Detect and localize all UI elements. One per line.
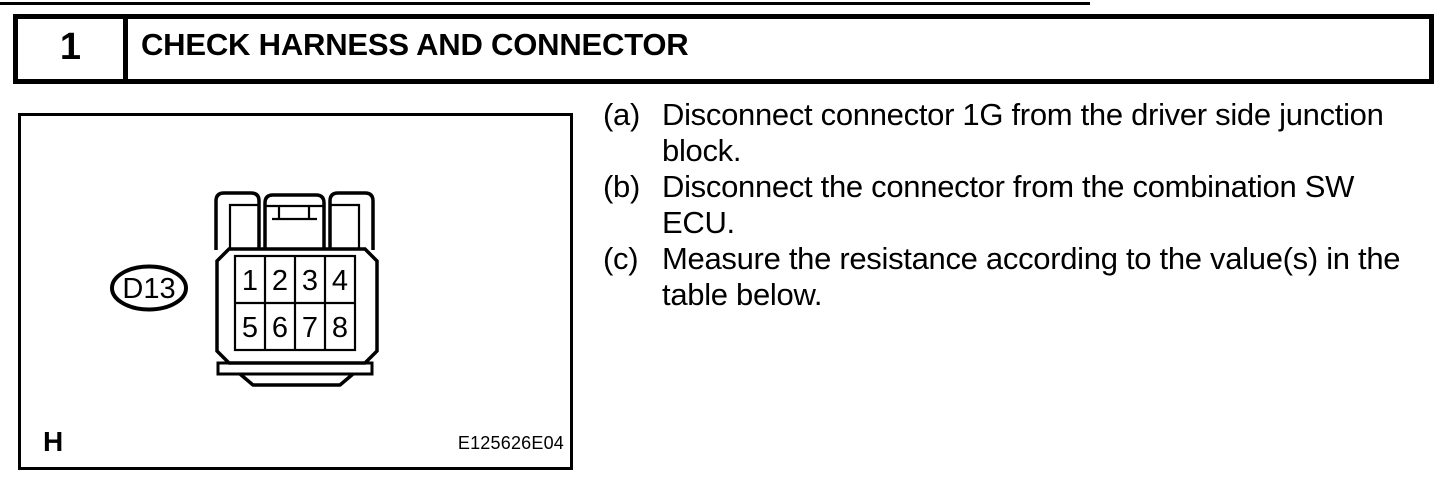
instruction-text: Disconnect connector 1G from the driver … <box>662 97 1443 169</box>
instruction-line: Disconnect the connector from the combin… <box>662 169 1355 204</box>
connector-right-tab <box>328 191 375 250</box>
instruction-item-b: (b) Disconnect the connector from the co… <box>603 169 1443 241</box>
connector-diagram: 1 2 3 4 5 6 7 8 D13 <box>110 191 379 387</box>
figure-box: 1 2 3 4 5 6 7 8 D13 H E125626E04 <box>18 113 573 470</box>
instruction-line: Disconnect connector 1G from the driver … <box>662 97 1384 132</box>
connector-lock-tab <box>263 193 326 250</box>
instruction-marker: (c) <box>603 241 639 276</box>
instruction-line: ECU. <box>662 205 735 240</box>
figure-code: E125626E04 <box>457 433 564 453</box>
instruction-item-c: (c) Measure the resistance according to … <box>603 241 1443 313</box>
chamfer-tick-top-right <box>366 250 375 259</box>
connector-left-tab <box>214 191 261 250</box>
pin-number: 7 <box>302 312 318 344</box>
pin-number: 1 <box>242 265 258 297</box>
step-number: 1 <box>18 19 128 79</box>
right-tab-inner-detail <box>330 203 361 250</box>
pin-number: 6 <box>272 312 288 344</box>
chamfer-tick-bottom-left <box>219 353 228 362</box>
chamfer-tick-top-left <box>219 250 228 259</box>
lock-latch-icon <box>272 206 317 221</box>
pin-number: 3 <box>302 265 318 297</box>
instruction-list: (a) Disconnect connector 1G from the dri… <box>603 97 1443 313</box>
connector-base-trapezoid <box>238 372 355 387</box>
pin-number: 2 <box>272 265 288 297</box>
figure-corner-label: H <box>43 426 64 457</box>
instruction-line: table below. <box>662 277 823 312</box>
pin-numbers: 1 2 3 4 5 6 7 8 <box>242 265 348 344</box>
instruction-text: Disconnect the connector from the combin… <box>662 169 1443 241</box>
chamfer-tick-bottom-right <box>366 353 375 362</box>
instruction-marker: (a) <box>603 97 640 132</box>
instruction-item-a: (a) Disconnect connector 1G from the dri… <box>603 97 1443 169</box>
instruction-line: block. <box>662 133 742 168</box>
connector-id-ellipse <box>110 264 188 312</box>
instruction-text: Measure the resistance according to the … <box>662 241 1443 313</box>
top-divider-rule <box>0 2 1090 5</box>
step-title: CHECK HARNESS AND CONNECTOR <box>141 27 689 62</box>
step-header: 1 CHECK HARNESS AND CONNECTOR <box>13 14 1434 84</box>
connector-id-label: D13 <box>122 273 175 305</box>
pin-number: 8 <box>332 312 348 344</box>
left-tab-inner-detail <box>228 203 259 250</box>
pin-number: 4 <box>332 265 348 297</box>
instruction-marker: (b) <box>603 169 640 204</box>
pin-number: 5 <box>242 312 258 344</box>
instruction-line: Measure the resistance according to the … <box>662 241 1401 276</box>
